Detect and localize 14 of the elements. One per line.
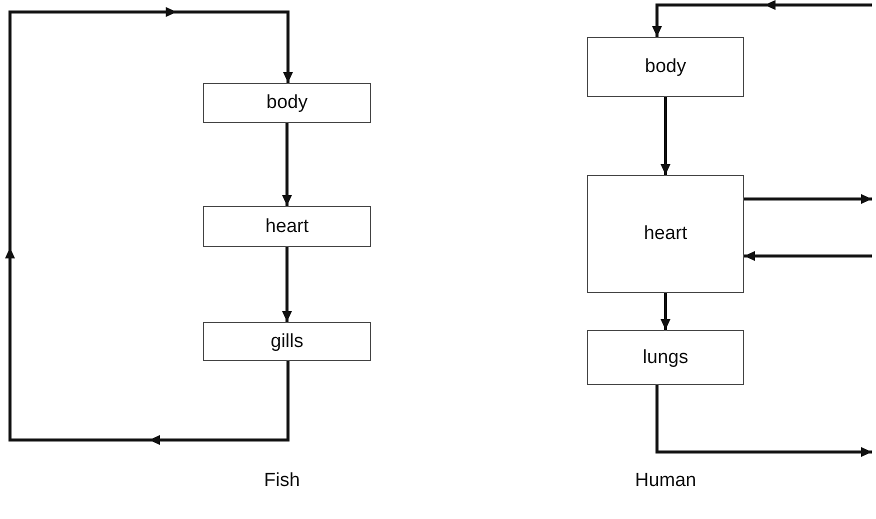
diagram-caption: Human <box>635 470 696 492</box>
process-box <box>587 175 744 293</box>
process-box <box>587 330 744 385</box>
process-box <box>203 83 371 123</box>
organ-label: gills <box>270 330 304 352</box>
organ-label: heart <box>644 223 688 245</box>
process-box <box>587 37 744 97</box>
diagram-caption: Fish <box>264 470 300 492</box>
organ-label: heart <box>265 216 309 238</box>
process-box <box>203 206 371 247</box>
organ-label: body <box>266 92 308 114</box>
organ-label: lungs <box>642 346 688 368</box>
organ-label: body <box>644 56 686 78</box>
process-box <box>203 322 371 361</box>
